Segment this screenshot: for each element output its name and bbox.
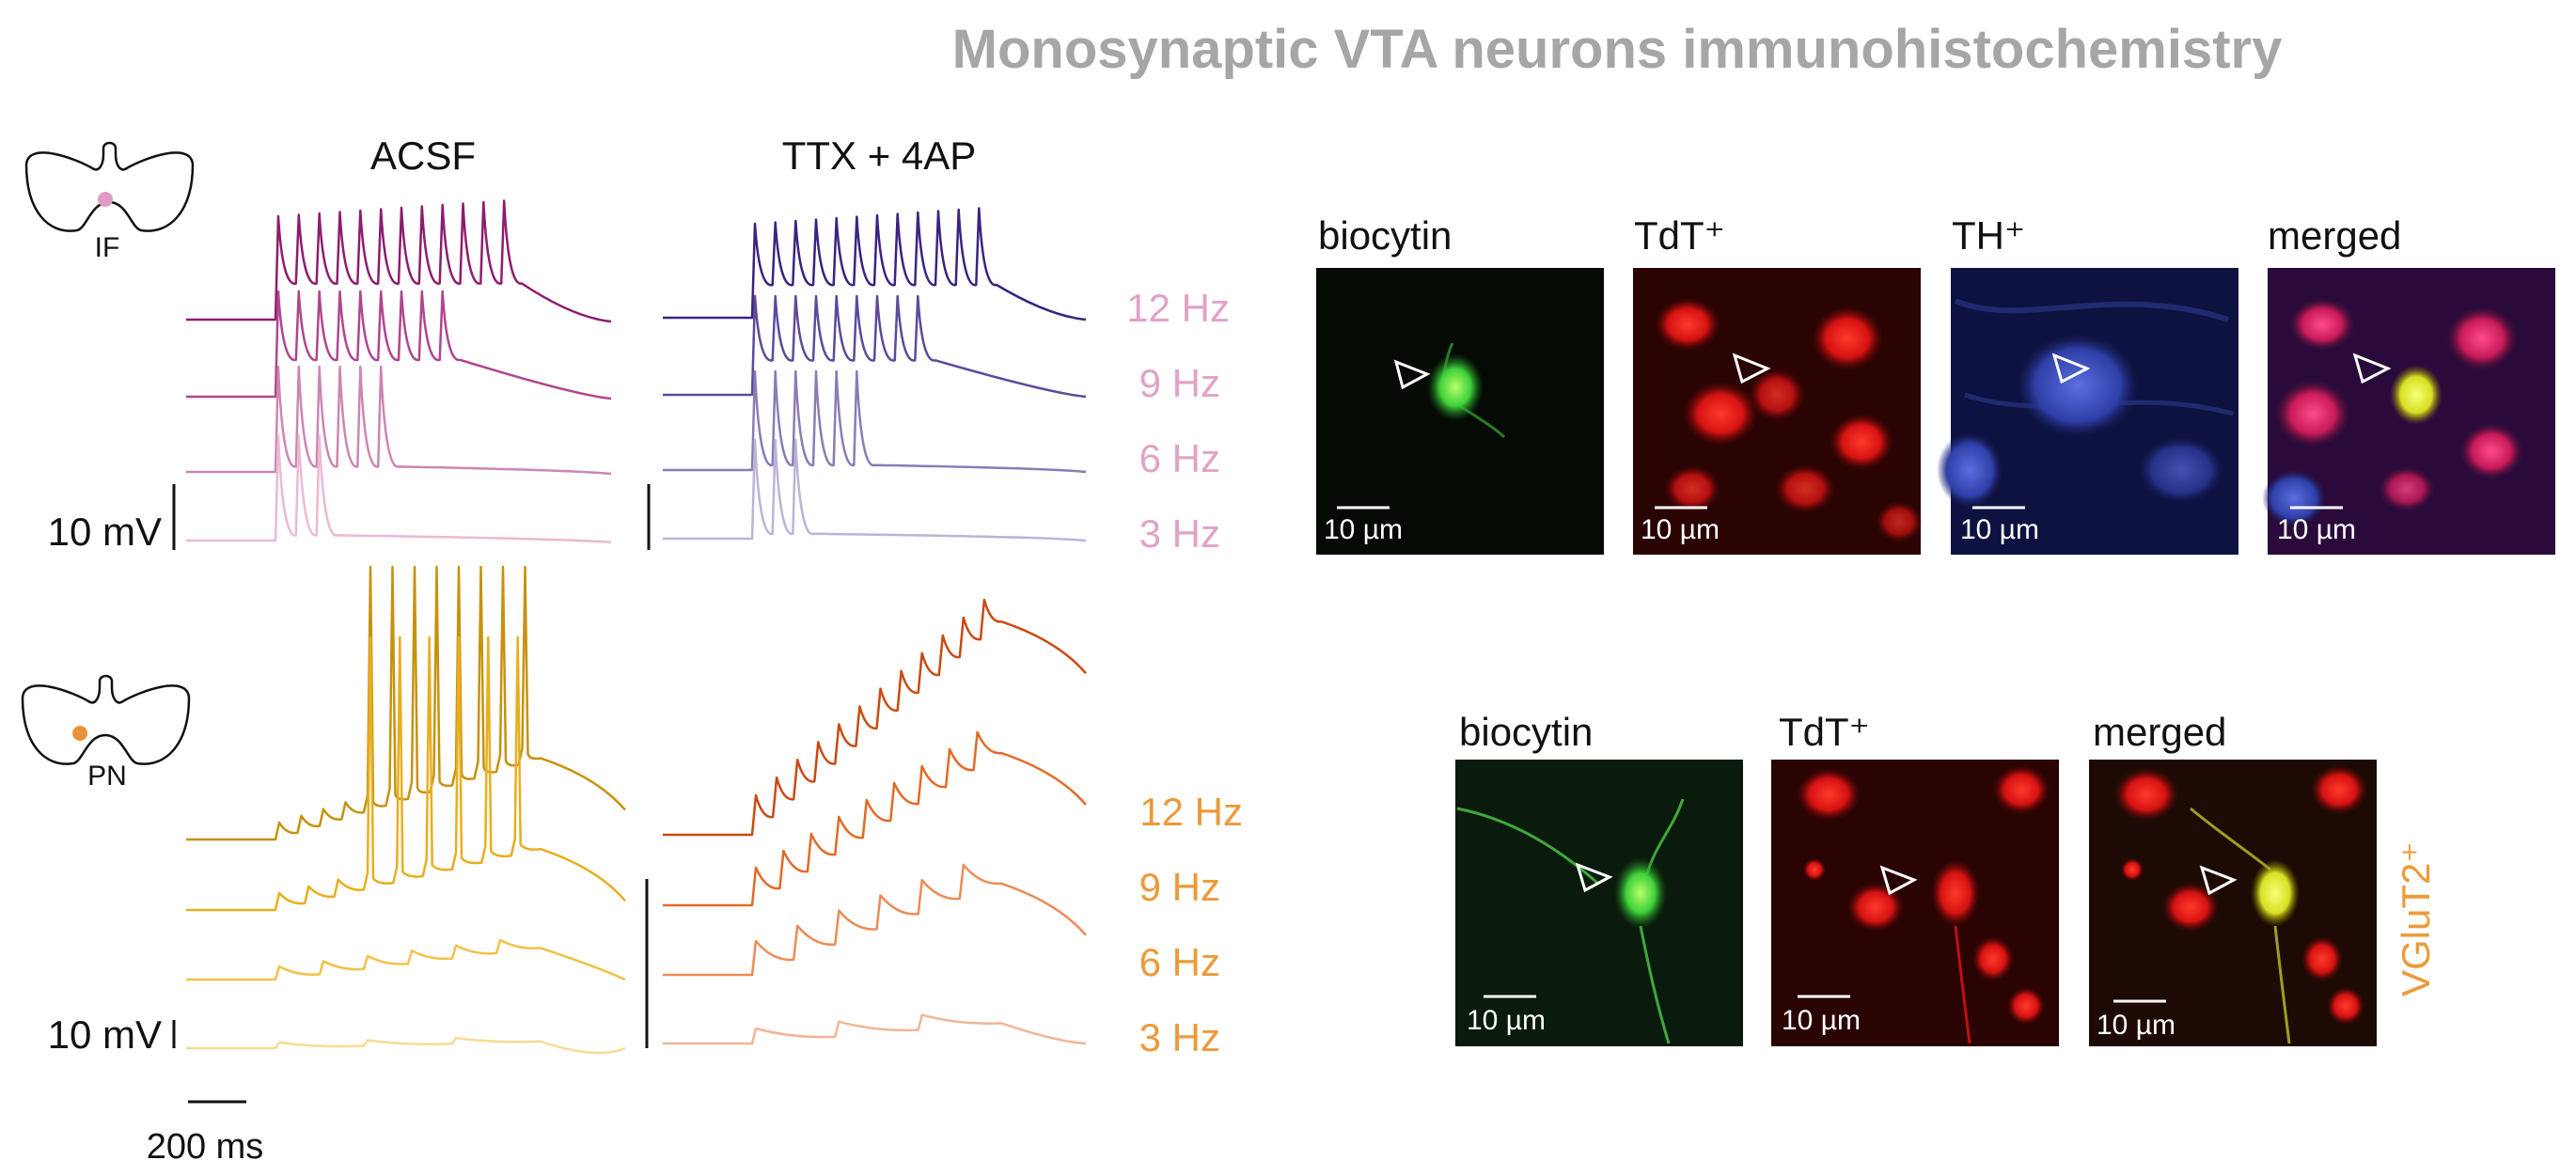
bottom-ttx-trace-9hz bbox=[663, 730, 1087, 907]
bottom-image-label-biocytin: biocytin bbox=[1459, 710, 1593, 754]
top-image-label-th: TH⁺ bbox=[1952, 213, 2025, 258]
top-ttx-trace-9hz bbox=[663, 294, 1087, 399]
bottom-acsf-trace-12hz bbox=[186, 565, 626, 841]
top-merged-image: 10 µm bbox=[2262, 268, 2555, 555]
bottom-freq-12: 12 Hz bbox=[1139, 790, 1243, 834]
top-image-row: biocytin TdT⁺ TH⁺ merged 10 µm bbox=[1316, 213, 2555, 555]
top-image-label-tdt: TdT⁺ bbox=[1634, 213, 1725, 258]
if-region-schematic: IF bbox=[24, 141, 195, 263]
pn-location-dot bbox=[72, 726, 87, 741]
if-region-label: IF bbox=[95, 232, 120, 263]
bottom-image-label-tdt: TdT⁺ bbox=[1779, 710, 1870, 754]
arrowhead-icon bbox=[1879, 865, 1918, 896]
bottom-merged-image: 10 µm bbox=[2089, 760, 2377, 1046]
bottom-acsf-trace-3hz bbox=[186, 1036, 626, 1055]
top-biocytin-image: 10 µm bbox=[1316, 268, 1604, 555]
top-ttx-trace-12hz bbox=[663, 207, 1087, 322]
brain-outline-icon bbox=[24, 141, 195, 232]
arrowhead-icon bbox=[2352, 353, 2392, 384]
ttx-header: TTX + 4AP bbox=[782, 133, 977, 178]
bottom-tdt-image: 10 µm bbox=[1771, 760, 2059, 1046]
pn-region-label: PN bbox=[87, 761, 127, 792]
top-ttx-trace-3hz bbox=[663, 438, 1087, 542]
acsf-header: ACSF bbox=[370, 133, 476, 178]
if-location-dot bbox=[98, 192, 113, 207]
bottom-freq-9: 9 Hz bbox=[1139, 865, 1220, 909]
top-th-scale: 10 µm bbox=[1960, 514, 2039, 545]
electrophysiology-traces bbox=[186, 199, 1087, 1055]
top-ttx-trace-6hz bbox=[663, 369, 1087, 474]
top-merged-scale: 10 µm bbox=[2277, 514, 2356, 545]
figure-title: Monosynaptic VTA neurons immunohistochem… bbox=[952, 19, 2283, 80]
bottom-biocytin-image: 10 µm bbox=[1455, 760, 1743, 1046]
top-voltage-scale-label: 10 mV bbox=[48, 510, 162, 554]
bottom-image-label-merged: merged bbox=[2093, 710, 2226, 754]
bottom-freq-3: 3 Hz bbox=[1139, 1015, 1220, 1059]
bottom-ttx-trace-3hz bbox=[663, 1013, 1087, 1045]
top-freq-12: 12 Hz bbox=[1126, 286, 1230, 330]
top-tdt-scale: 10 µm bbox=[1641, 514, 1720, 545]
top-acsf-trace-9hz bbox=[186, 290, 612, 400]
top-biocytin-scale: 10 µm bbox=[1324, 514, 1403, 545]
arrowhead-icon bbox=[1393, 359, 1431, 390]
top-freq-9: 9 Hz bbox=[1139, 361, 1220, 405]
bottom-ttx-trace-12hz bbox=[663, 598, 1087, 837]
brain-outline-icon bbox=[21, 674, 191, 765]
bottom-voltage-scale-label: 10 mV bbox=[48, 1012, 162, 1057]
top-frequency-labels: 12 Hz 9 Hz 6 Hz 3 Hz bbox=[1126, 286, 1230, 556]
bottom-biocytin-scale: 10 µm bbox=[1467, 1005, 1546, 1036]
arrowhead-icon bbox=[2199, 865, 2238, 896]
top-image-label-merged: merged bbox=[2268, 213, 2401, 258]
top-acsf-trace-12hz bbox=[186, 199, 612, 323]
bottom-frequency-labels: 12 Hz 9 Hz 6 Hz 3 Hz bbox=[1139, 790, 1243, 1059]
bottom-freq-6: 6 Hz bbox=[1139, 940, 1220, 984]
top-th-image: 10 µm bbox=[1937, 268, 2238, 555]
time-scale-label: 200 ms bbox=[147, 1127, 264, 1161]
bottom-merged-scale: 10 µm bbox=[2097, 1010, 2175, 1041]
arrowhead-icon bbox=[1575, 862, 1613, 893]
top-acsf-trace-3hz bbox=[186, 433, 612, 544]
bottom-ttx-trace-6hz bbox=[663, 863, 1087, 977]
bottom-acsf-trace-9hz bbox=[186, 635, 626, 912]
top-freq-6: 6 Hz bbox=[1139, 436, 1220, 480]
top-acsf-trace-6hz bbox=[186, 365, 612, 476]
arrowhead-icon bbox=[1732, 353, 1771, 384]
top-freq-3: 3 Hz bbox=[1139, 511, 1220, 556]
arrowhead-icon bbox=[2051, 353, 2091, 384]
vglut2-side-label: VGluT2⁺ bbox=[2394, 841, 2438, 996]
top-tdt-image: 10 µm bbox=[1633, 268, 1923, 555]
bottom-acsf-trace-6hz bbox=[186, 938, 626, 981]
pn-region-schematic: PN bbox=[21, 674, 191, 792]
top-image-label-biocytin: biocytin bbox=[1318, 213, 1452, 258]
bottom-image-row: biocytin TdT⁺ merged 10 µm bbox=[1455, 710, 2438, 1046]
bottom-tdt-scale: 10 µm bbox=[1782, 1005, 1861, 1036]
